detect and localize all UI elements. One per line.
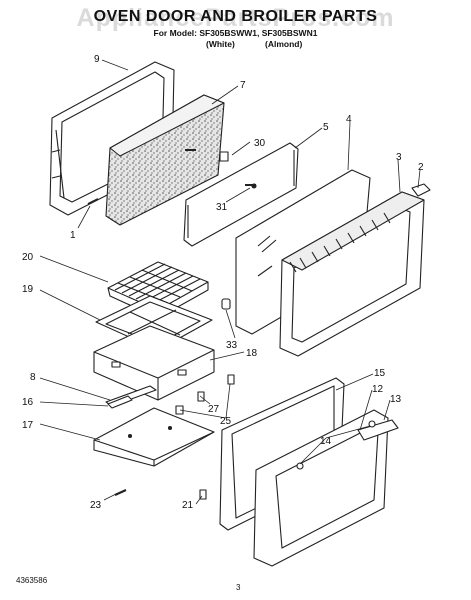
model-line: For Model: SF305BSWW1, SF305BSWN1	[153, 28, 318, 38]
part-30-clip	[219, 151, 229, 162]
callout-2: 2	[418, 162, 424, 173]
callout-31: 31	[216, 202, 228, 213]
part-14-screw-a	[296, 462, 304, 470]
callout-5: 5	[323, 122, 329, 133]
callout-27: 27	[208, 404, 220, 415]
callout-17: 17	[22, 420, 34, 431]
part-13-drawer-trim	[253, 409, 389, 567]
callout-9: 9	[94, 54, 100, 65]
callout-8: 8	[30, 372, 36, 383]
callout-3: 3	[396, 152, 402, 163]
color-white: (White)	[206, 39, 235, 49]
part-33-clip	[221, 298, 231, 310]
part-1-screw	[87, 198, 99, 205]
part-12-handle	[357, 419, 399, 441]
callout-14: 14	[320, 436, 332, 447]
leader-lines	[39, 59, 421, 505]
page-title: OVEN DOOR AND BROILER PARTS	[93, 8, 378, 25]
part-14-screw-b	[368, 420, 376, 428]
part-3-outer-door-frame	[279, 191, 425, 357]
callout-13: 13	[390, 394, 402, 405]
part-21-clip	[199, 489, 207, 500]
callout-1: 1	[70, 230, 76, 241]
callout-23: 23	[90, 500, 102, 511]
part-17-drawer-panel	[93, 407, 215, 467]
callout-21: 21	[182, 500, 194, 511]
part-25-clip	[227, 374, 235, 385]
callout-16: 16	[22, 397, 34, 408]
callout-25: 25	[220, 416, 232, 427]
part-7-insulation	[105, 94, 225, 226]
page-number: 3	[236, 583, 241, 592]
callout-4: 4	[346, 114, 352, 125]
callout-19: 19	[22, 284, 34, 295]
callout-7: 7	[240, 80, 246, 91]
part-16-clip	[107, 395, 133, 409]
doc-number: 4363586	[16, 576, 48, 585]
part-23-screw	[114, 488, 127, 497]
color-almond: (Almond)	[265, 39, 303, 49]
callout-15: 15	[374, 368, 386, 379]
part-25b-clip	[175, 405, 184, 415]
callout-30: 30	[254, 138, 266, 149]
callout-18: 18	[246, 348, 258, 359]
callout-labels: 9 7 30 5 4 3 2 31 1 20 19 33 18 8 16 17 …	[22, 54, 424, 511]
callout-12: 12	[372, 384, 384, 395]
part-18-broiler-drawer	[93, 325, 215, 401]
callout-33: 33	[226, 340, 238, 351]
callout-20: 20	[22, 252, 34, 263]
part-2-bracket	[411, 183, 431, 197]
